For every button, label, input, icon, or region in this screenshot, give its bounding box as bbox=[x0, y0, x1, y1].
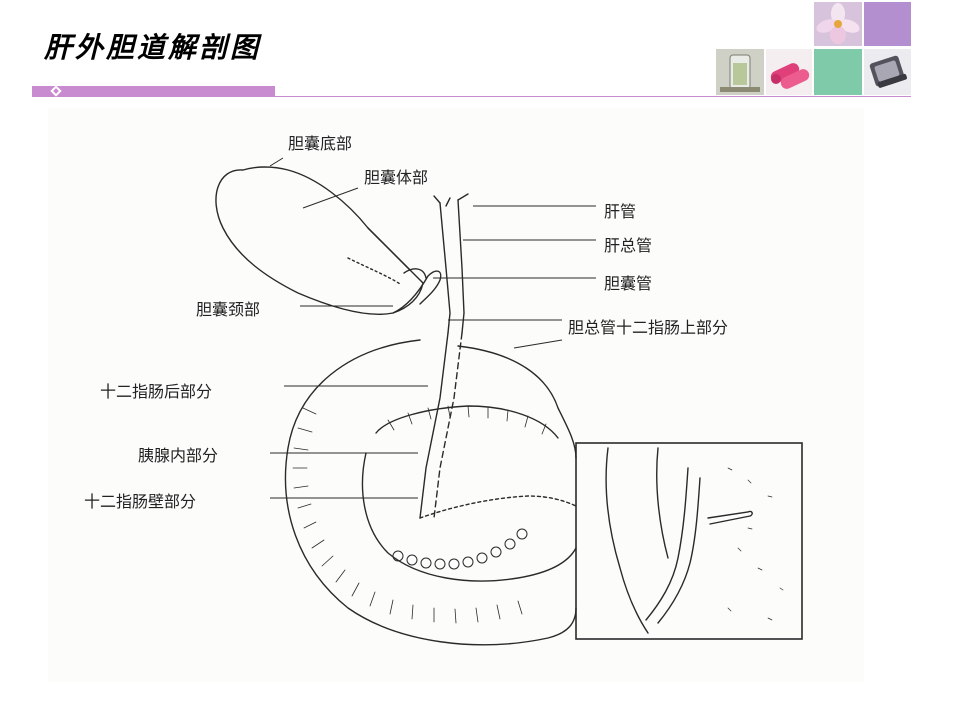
header-divider-line bbox=[275, 96, 911, 97]
hepatic-duct bbox=[439, 202, 451, 334]
label-gallbladder-body: 胆囊体部 bbox=[364, 168, 429, 187]
compact-photo-tile bbox=[864, 49, 911, 95]
label-intraduodenal: 十二指肠壁部分 bbox=[84, 492, 197, 511]
gallbladder-neck bbox=[392, 270, 442, 314]
glassware-photo-tile bbox=[716, 49, 764, 95]
gallbladder-outline bbox=[215, 166, 424, 315]
header-accent-bar bbox=[32, 86, 275, 97]
common-bile-duct bbox=[419, 332, 449, 519]
duodenum-inner bbox=[457, 345, 577, 459]
ampulla-inset-frame bbox=[575, 442, 803, 640]
biliary-anatomy-illustration bbox=[215, 157, 803, 646]
compact-mirror-icon bbox=[864, 49, 911, 95]
flower-photo-tile bbox=[814, 2, 862, 46]
label-intrapancreatic: 胰腺内部分 bbox=[138, 446, 219, 465]
label-supraduodenal-cbd: 胆总管十二指肠上部分 bbox=[568, 318, 729, 337]
label-gallbladder-neck: 胆囊颈部 bbox=[196, 300, 261, 319]
label-cystic-duct: 胆囊管 bbox=[604, 274, 653, 293]
flower-icon bbox=[814, 2, 862, 46]
label-retroduodenal: 十二指肠后部分 bbox=[100, 382, 213, 401]
anatomy-figure: 胆囊底部 胆囊体部 肝管 肝总管 胆囊管 胆囊颈部 胆总管十二指肠上部分 十二指… bbox=[48, 108, 864, 682]
label-common-hepatic-duct: 肝总管 bbox=[604, 236, 653, 255]
label-hepatic-duct: 肝管 bbox=[604, 202, 637, 221]
candle-icon bbox=[766, 49, 812, 95]
candles-photo-tile bbox=[766, 49, 812, 95]
violet-tile-top bbox=[864, 2, 911, 46]
pancreatic-duct bbox=[419, 495, 577, 519]
label-gallbladder-fundus: 胆囊底部 bbox=[288, 134, 353, 153]
slide-title: 肝外胆道解剖图 bbox=[44, 31, 262, 64]
teal-tile bbox=[814, 49, 862, 95]
glass-icon bbox=[716, 49, 764, 95]
